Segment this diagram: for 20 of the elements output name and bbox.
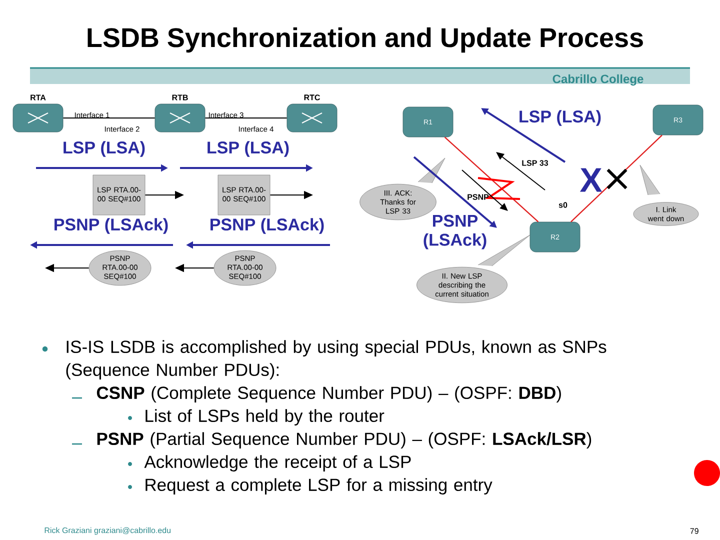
page-number: 79 [690,528,698,534]
failure-mark: X [580,168,602,192]
bullet-text: List of LSPs held by the router [146,409,384,426]
message-label: LSP (LSA) [208,141,289,157]
arrow-label: LSP 33 [522,160,548,166]
interface-label: s0 [558,202,568,208]
link-line [570,134,662,222]
title: LSDB Synchronization and Update Process [88,27,643,53]
link-line [444,136,539,222]
bullet-text: Acknowledge the receipt of a LSP [144,455,411,472]
bullet-text: PSNP (Partial Sequence Number PDU) – (OSPF: LSAck/LSR) [97,432,592,448]
message-label: LSP (LSA) [520,110,601,126]
bullet-text: CSNP (Complete Sequence Number PDU) – (OSPF: DBD) [96,386,561,402]
message-label: LSP (LSA) [64,141,145,157]
footer-text: Rick Graziani graziani@cabrillo.edu [44,527,170,535]
message-label: PSNP (LSAck) [54,218,168,234]
arrow-label: PSNP [468,194,489,200]
message-label: PSNP (LSAck) [210,218,324,234]
bullet-text: Request a complete LSP for a missing entry [146,478,492,494]
bullet-text: IS-IS LSDB is accomplished by using special PDUs, known as SNPs (Sequence Number PDUs): [66,340,606,380]
